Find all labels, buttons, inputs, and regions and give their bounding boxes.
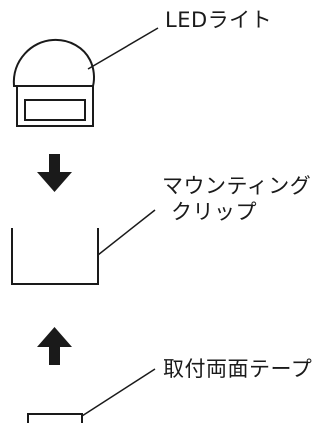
led-light-label: LEDライト bbox=[165, 8, 273, 32]
clip-leader-line bbox=[97, 209, 156, 256]
up-arrow-icon bbox=[37, 327, 72, 365]
led-leader-line bbox=[87, 27, 159, 70]
led-light-shape bbox=[12, 38, 95, 127]
double-sided-tape-shape bbox=[27, 413, 83, 423]
down-arrow-icon bbox=[37, 154, 72, 192]
tape-leader-line bbox=[81, 368, 156, 417]
mounting-clip-shape bbox=[11, 228, 99, 285]
mounting-clip-label-line1: マウンティング bbox=[162, 174, 312, 198]
double-sided-tape-label: 取付両面テープ bbox=[163, 357, 313, 381]
mounting-clip-label-line2: クリップ bbox=[171, 200, 257, 224]
